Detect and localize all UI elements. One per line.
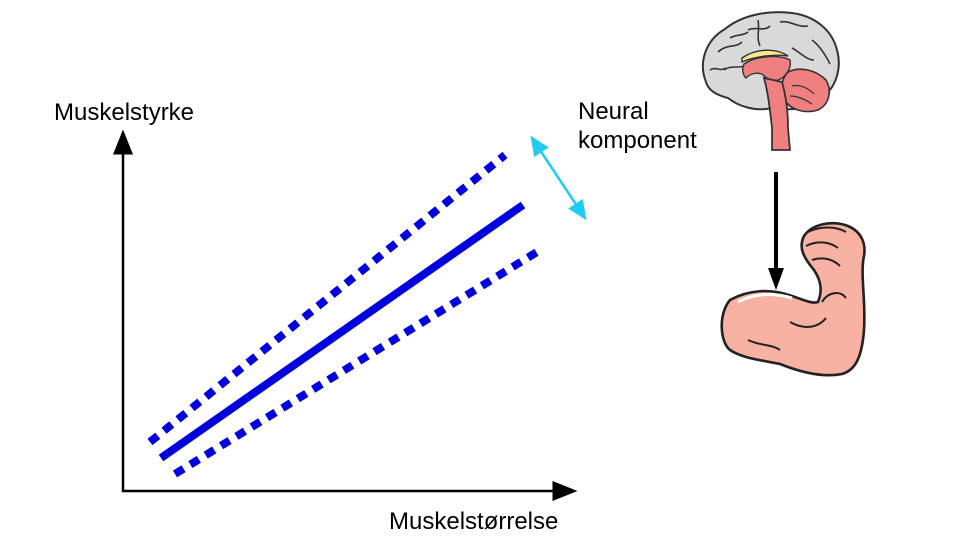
neural-label-line2: komponent	[578, 127, 697, 154]
flexed-arm-icon	[720, 222, 866, 377]
down-arrow-icon	[768, 172, 784, 290]
upper-dotted-line	[147, 151, 508, 446]
axes	[113, 129, 578, 501]
lower-dotted-line	[172, 248, 540, 478]
main-solid-line	[158, 201, 526, 462]
double-arrow-icon	[530, 135, 587, 221]
brain-icon	[701, 11, 840, 151]
x-axis-label: Muskelstørrelse	[389, 508, 559, 535]
y-axis-label: Muskelstyrke	[54, 99, 195, 126]
neural-label-line1: Neural	[578, 98, 649, 125]
neural-component-label: Neural komponent	[578, 97, 697, 155]
trend-lines	[147, 151, 540, 478]
